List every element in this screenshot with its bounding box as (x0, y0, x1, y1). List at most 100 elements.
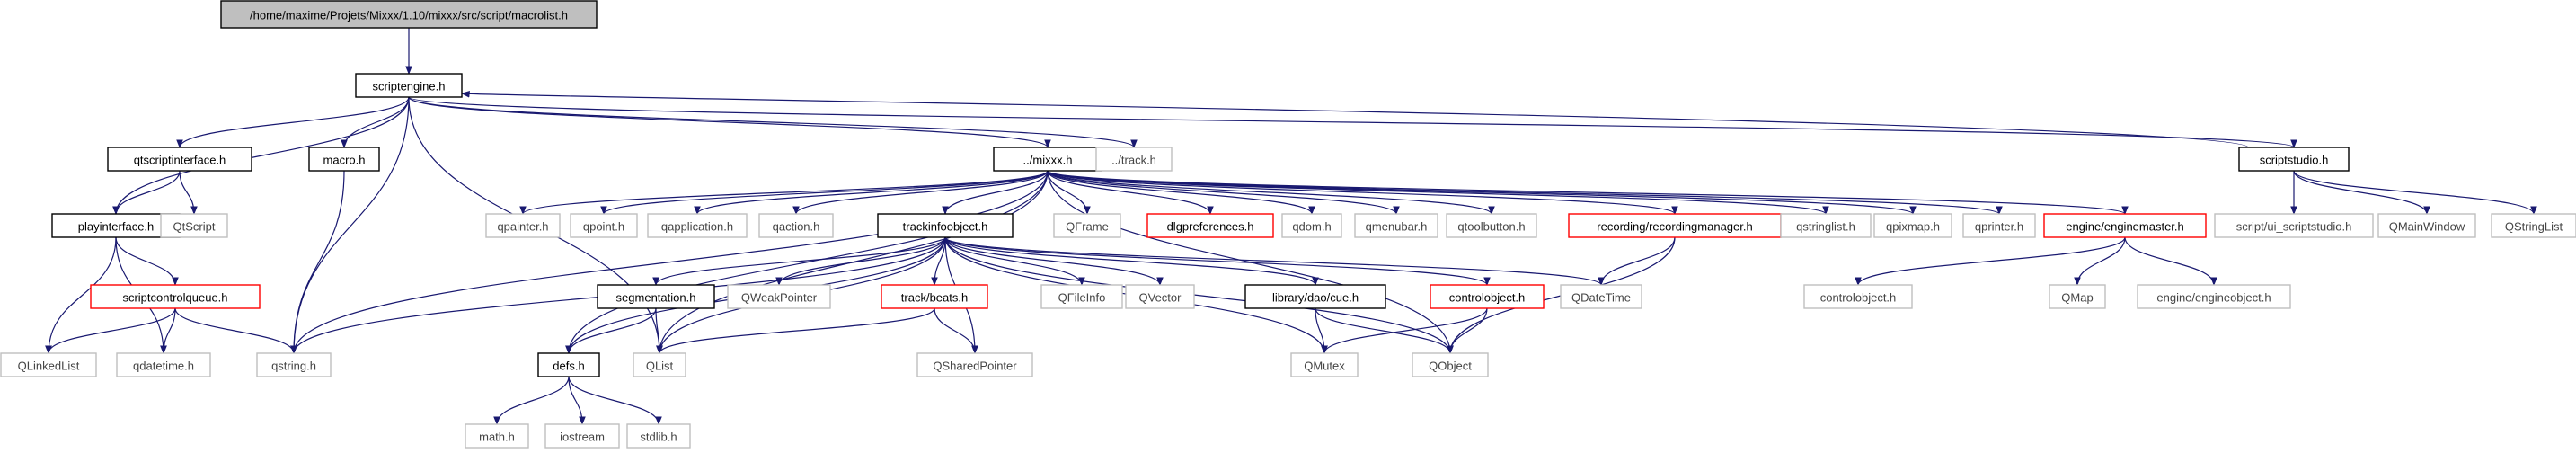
node-macro[interactable]: macro.h (308, 147, 380, 172)
node-qtoolbutton: qtoolbutton.h (1446, 213, 1537, 238)
node-root[interactable]: /home/maxime/Projets/Mixxx/1.10/mixxx/sr… (220, 0, 598, 29)
node-box-math (465, 423, 529, 449)
edge-mixxx-to-qstring (290, 170, 1049, 354)
node-label-qmap: QMap (2061, 291, 2093, 305)
edge-scriptengine-to-macro (341, 96, 410, 148)
node-box-qpoint (570, 213, 638, 238)
node-label-qstringlist-lc: qstringlist.h (1796, 220, 1855, 234)
node-label-controlobject-ext: controlobject.h (1820, 291, 1897, 305)
node-recordingmanager[interactable]: recording/recordingmanager.h (1568, 213, 1782, 238)
edge-mixxx-to-trackinfoobject (942, 170, 1049, 215)
node-label-macro: macro.h (323, 154, 366, 167)
node-box-scriptengine (355, 73, 463, 98)
node-qdatetime_cls: QDateTime (1560, 284, 1642, 309)
edge-macro-to-qstring (290, 170, 345, 354)
edge-scriptstudio-to-qstringlist_cls (2293, 170, 2537, 215)
edge-mixxx-to-qaction (792, 170, 1049, 215)
node-label-scriptstudio: scriptstudio.h (2260, 154, 2329, 167)
node-dlgpreferences[interactable]: dlgpreferences.h (1146, 213, 1274, 238)
node-qstringlist_cls: QStringList (2491, 213, 2576, 238)
node-qpainter: qpainter.h (485, 213, 561, 238)
edge-playinterface-to-scriptcontrolqueue (115, 236, 179, 286)
node-qtscript: QtScript (160, 213, 228, 238)
node-box-iostream (544, 423, 620, 449)
node-cue[interactable]: library/dao/cue.h (1244, 284, 1386, 309)
node-label-qweakpointer: QWeakPointer (741, 291, 818, 305)
node-label-segmentation: segmentation.h (616, 291, 696, 305)
edge-trackinfoobject-to-qvector (944, 236, 1164, 286)
node-beats[interactable]: track/beats.h (881, 284, 988, 309)
node-label-dlgpreferences: dlgpreferences.h (1167, 220, 1254, 234)
node-scriptengine[interactable]: scriptengine.h (355, 73, 463, 98)
edge-enginemaster-to-controlobject_ext (1855, 236, 2126, 286)
node-label-controlobject-red: controlobject.h (1449, 291, 1526, 305)
node-trackinfoobject[interactable]: trackinfoobject.h (877, 213, 1014, 238)
node-label-qstring: qstring.h (271, 360, 316, 373)
node-box-qtscript (160, 213, 228, 238)
node-label-playinterface: playinterface.h (78, 220, 155, 234)
node-label-qsharedpointer: QSharedPointer (933, 360, 1017, 373)
node-box-qdom (1281, 213, 1342, 238)
node-label-recordingmanager: recording/recordingmanager.h (1597, 220, 1752, 234)
node-label-beats: track/beats.h (901, 291, 968, 305)
edge-mixxx-to-defs (565, 170, 1049, 354)
node-mixxx[interactable]: ../mixxx.h (993, 147, 1102, 172)
edge-playinterface-to-qlinkedlist (45, 236, 117, 354)
node-controlobject_ext: controlobject.h (1803, 284, 1913, 309)
node-label-enginemaster: engine/enginemaster.h (2066, 220, 2184, 234)
node-controlobject_red[interactable]: controlobject.h (1430, 284, 1545, 309)
edge-segmentation-to-defs (565, 307, 657, 354)
node-defs[interactable]: defs.h (537, 352, 600, 378)
node-qtscriptinterface[interactable]: qtscriptinterface.h (107, 147, 252, 172)
node-qobject: QObject (1412, 352, 1489, 378)
edge-mixxx-to-qprinter (1047, 170, 2003, 215)
edge-trackinfoobject-to-segmentation (652, 236, 946, 286)
node-box-qweakpointer (727, 284, 831, 309)
node-qaction: qaction.h (758, 213, 834, 238)
node-qlist: QList (633, 352, 686, 378)
node-box-macro (308, 147, 380, 172)
node-box-qvector (1125, 284, 1195, 309)
node-qsharedpointer: QSharedPointer (916, 352, 1033, 378)
node-box-segmentation (597, 284, 715, 309)
node-label-stdlib: stdlib.h (640, 431, 677, 444)
node-label-qlinkedlist: QLinkedList (18, 360, 80, 373)
edge-defs-to-math (493, 376, 570, 425)
edge-mixxx-to-qpoint (600, 170, 1049, 215)
node-box-qmenubar (1354, 213, 1438, 238)
node-box-playinterface (51, 213, 181, 238)
edge-scriptstudio-to-qmainwindow (2293, 170, 2430, 215)
node-box-qlinkedlist (0, 352, 97, 378)
edge-scriptcontrolqueue-to-qlinkedlist (45, 307, 176, 354)
edge-trackinfoobject-to-cue (944, 236, 1319, 286)
node-label-qtscript: QtScript (173, 220, 216, 234)
node-box-qsharedpointer (916, 352, 1033, 378)
node-box-root (220, 0, 598, 29)
node-label-trackinfoobject: trackinfoobject.h (903, 220, 988, 234)
node-qapplication: qapplication.h (647, 213, 748, 238)
node-enginemaster[interactable]: engine/enginemaster.h (2043, 213, 2207, 238)
node-label-qpixmap: qpixmap.h (1886, 220, 1940, 234)
node-scriptcontrolqueue[interactable]: scriptcontrolqueue.h (90, 284, 261, 309)
node-qmenubar: qmenubar.h (1354, 213, 1438, 238)
edge-scriptcontrolqueue-to-qdatetime_lc (160, 307, 176, 354)
node-label-qpainter: qpainter.h (497, 220, 548, 234)
node-label-qfileinfo: QFileInfo (1058, 291, 1106, 305)
node-scriptstudio[interactable]: scriptstudio.h (2238, 147, 2350, 172)
node-stdlib: stdlib.h (626, 423, 691, 449)
node-segmentation[interactable]: segmentation.h (597, 284, 715, 309)
node-box-qframe (1053, 213, 1121, 238)
node-box-beats (881, 284, 988, 309)
node-qlinkedlist: QLinkedList (0, 352, 97, 378)
node-box-qmainwindow (2377, 213, 2476, 238)
node-label-iostream: iostream (560, 431, 605, 444)
edge-trackinfoobject-to-qdatetime_cls (944, 236, 1605, 286)
node-label-defs: defs.h (553, 360, 584, 373)
node-playinterface[interactable]: playinterface.h (51, 213, 181, 238)
node-qpoint: qpoint.h (570, 213, 638, 238)
node-label-qdatetime-lc: qdatetime.h (133, 360, 194, 373)
edge-scriptcontrolqueue-to-qstring (174, 307, 297, 354)
node-label-qapplication: qapplication.h (661, 220, 733, 234)
node-qpixmap: qpixmap.h (1873, 213, 1952, 238)
